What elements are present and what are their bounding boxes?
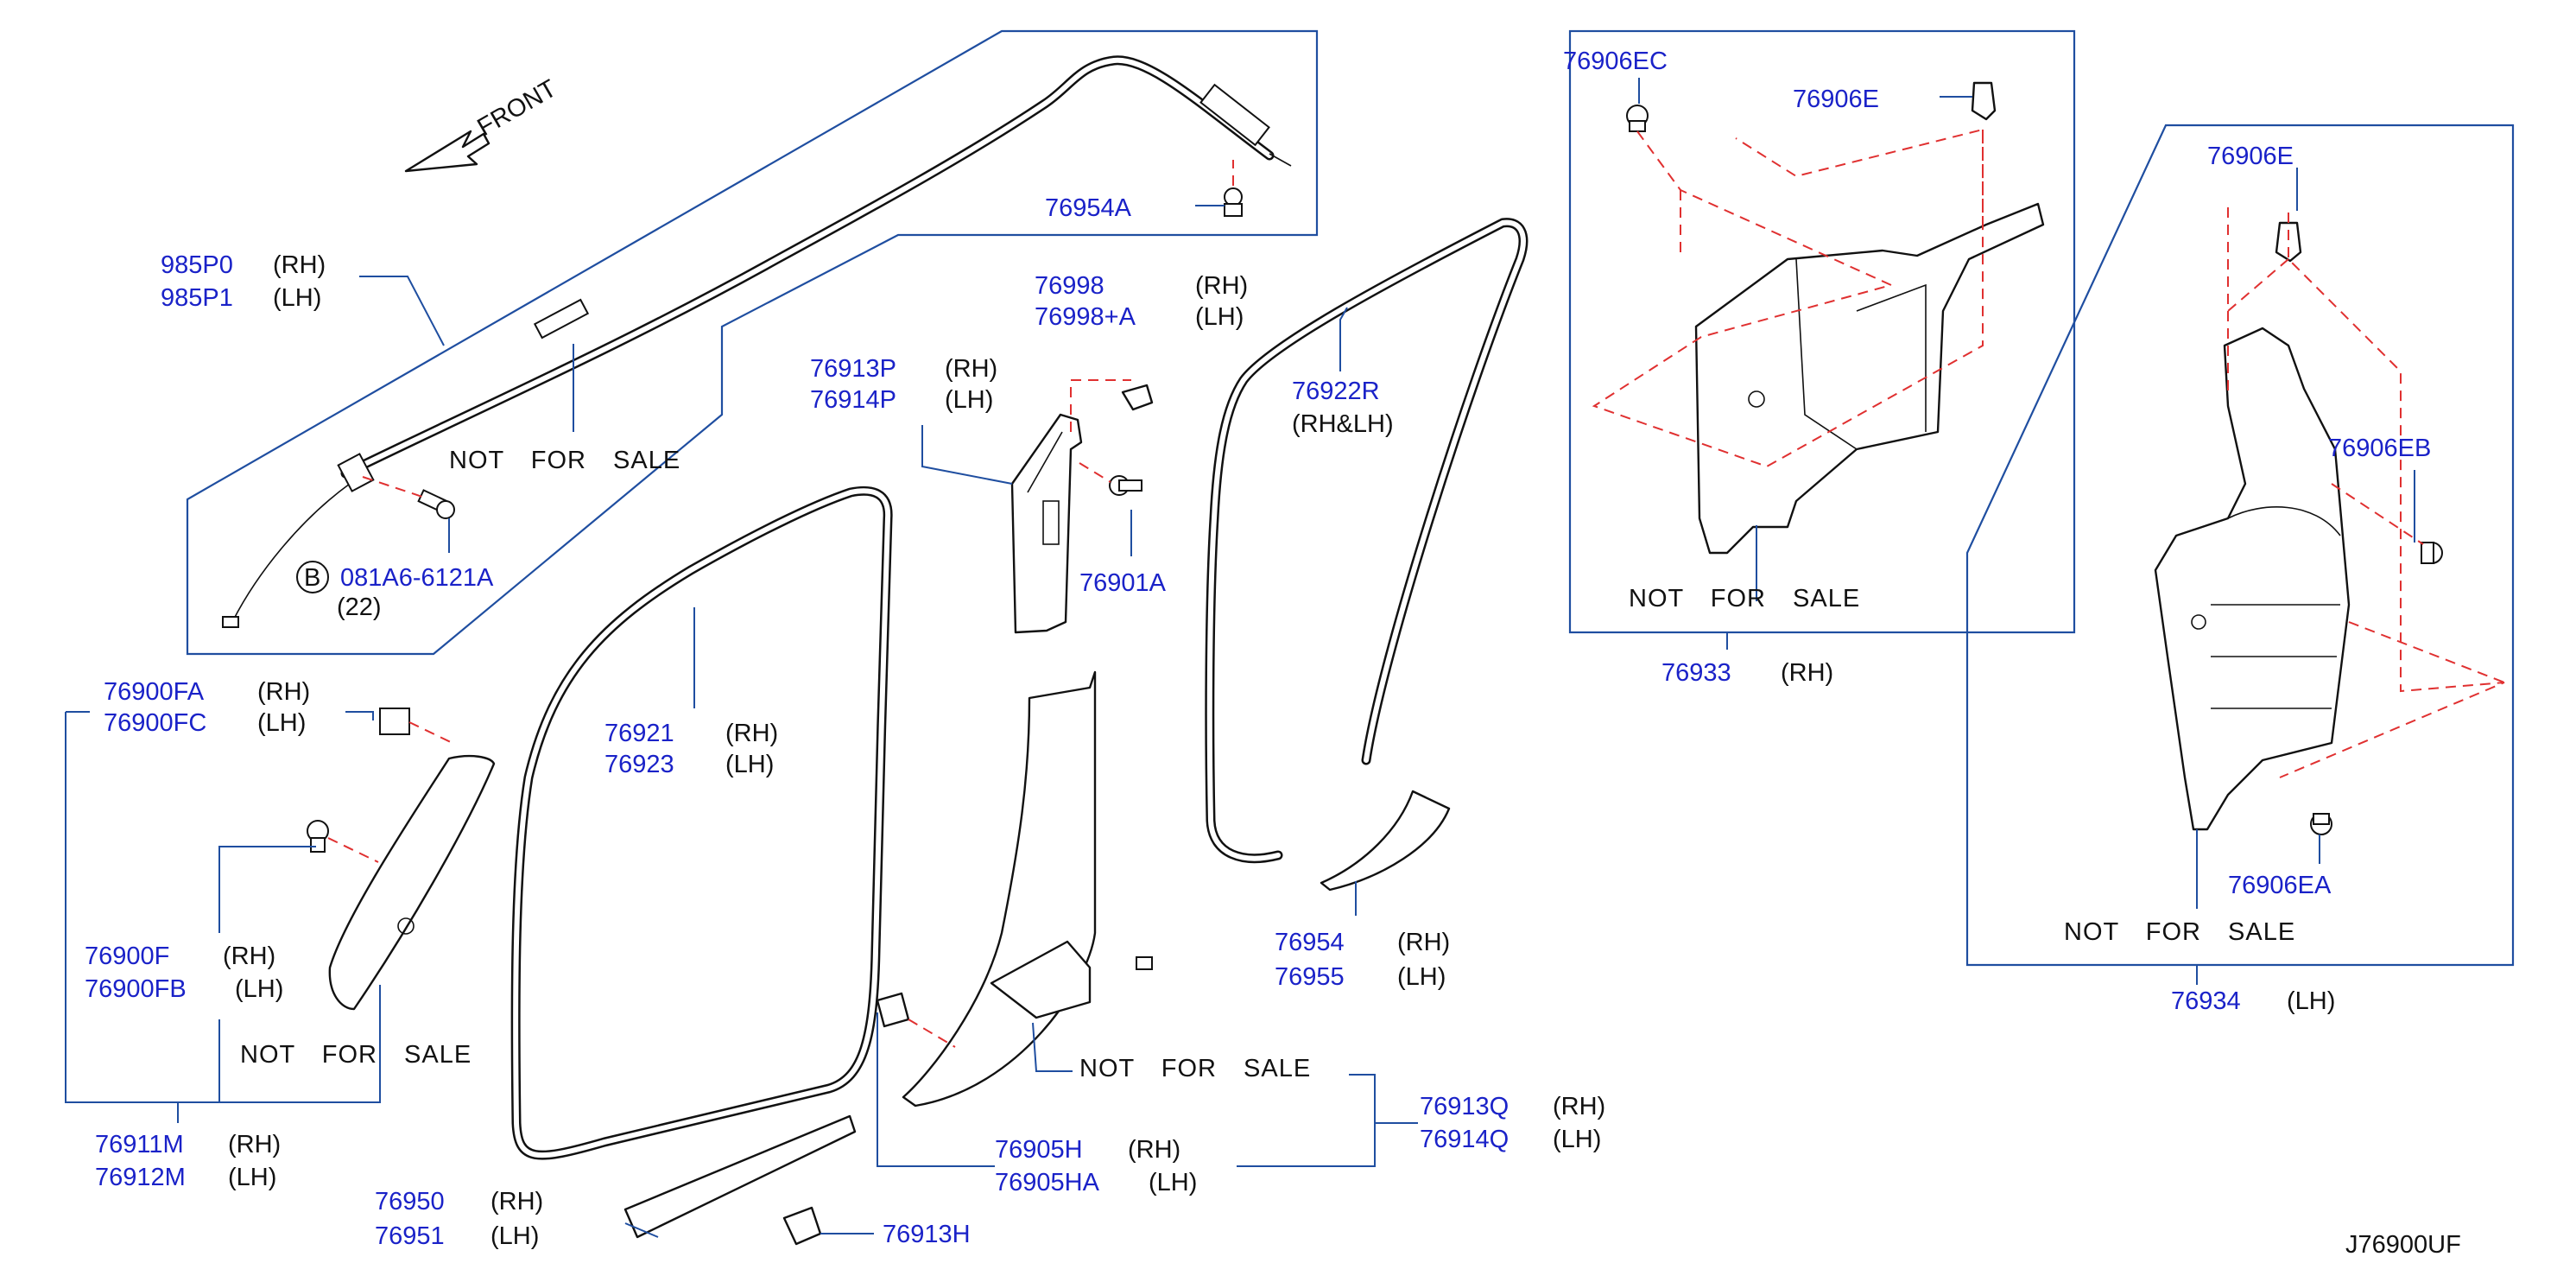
airbag-group-box [186,29,1319,656]
side-76905HA: (LH) [1149,1169,1197,1196]
bolt-icon [1109,475,1142,496]
side-76913P: (RH) [945,355,997,383]
rh-trim-group-box [1568,29,2076,634]
curtain-airbag [222,55,1292,628]
lh-trim-group-box [1965,124,2515,967]
part-76900F[interactable]: 76900F [85,942,169,970]
part-76954A[interactable]: 76954A [1045,194,1132,222]
front-pillar-garnish [307,708,496,1011]
rear-door-weatherstrip [1205,218,1529,864]
b-mark-icon [296,561,329,593]
not-for-sale-rh: NOT FOR SALE [1629,585,1860,612]
part-76900FB[interactable]: 76900FB [85,975,187,1003]
part-76955[interactable]: 76955 [1275,963,1345,991]
clip-icon [1971,81,1997,121]
not-for-sale-lh: NOT FOR SALE [2064,918,2295,946]
part-76912M[interactable]: 76912M [95,1164,186,1191]
side-76954: (RH) [1397,929,1450,956]
part-76954[interactable]: 76954 [1275,929,1345,956]
part-76923[interactable]: 76923 [604,751,674,778]
part-76900FC[interactable]: 76900FC [104,709,206,737]
part-76906E-lh[interactable]: 76906E [2207,143,2294,170]
side-76955: (LH) [1397,963,1446,991]
part-76933[interactable]: 76933 [1661,659,1731,687]
part-76906EA[interactable]: 76906EA [2228,872,2332,899]
clip-icon [1121,384,1154,411]
part-76913Q[interactable]: 76913Q [1420,1093,1509,1120]
center-pillar-upper-garnish [1010,413,1083,634]
side-76923: (LH) [725,751,774,778]
leader-lines [65,78,2415,1238]
clip-icon [782,1206,822,1246]
center-pillar-lower-garnish [902,670,1153,1107]
part-76913H[interactable]: 76913H [883,1221,971,1248]
bolt-icon [417,489,455,519]
not-for-sale-center: NOT FOR SALE [1079,1055,1311,1082]
part-76901A[interactable]: 76901A [1079,569,1167,597]
part-76934[interactable]: 76934 [2171,987,2241,1015]
side-76914P: (LH) [945,386,993,414]
clip-icon [1626,105,1649,132]
side-76921: (RH) [725,720,778,747]
part-76905H[interactable]: 76905H [995,1136,1083,1164]
side-985P1: (LH) [273,284,321,312]
part-76998[interactable]: 76998 [1035,272,1104,300]
side-76998A: (LH) [1195,303,1244,331]
part-985P1[interactable]: 985P1 [161,284,233,312]
side-985P0: (RH) [273,251,326,279]
part-76914Q[interactable]: 76914Q [1420,1126,1509,1153]
side-76905H: (RH) [1128,1136,1180,1164]
qty-081A6: (22) [337,593,382,621]
front-arrow-label: FRONT [473,74,562,142]
part-76914P[interactable]: 76914P [810,386,896,414]
clip-icon [2275,221,2302,263]
side-76900F: (RH) [223,942,275,970]
part-76950[interactable]: 76950 [375,1188,445,1215]
part-76913P[interactable]: 76913P [810,355,896,383]
part-081A6-6121A[interactable]: 081A6-6121A [340,564,494,592]
front-arrow-icon [404,130,491,173]
side-76933: (RH) [1781,659,1833,687]
part-76906EB[interactable]: 76906EB [2328,435,2431,462]
side-76934: (LH) [2287,987,2335,1015]
part-76906EC[interactable]: 76906EC [1563,48,1668,75]
footer-code: J76900UF [2345,1231,2461,1259]
part-76951[interactable]: 76951 [375,1222,445,1250]
front-door-weatherstrip [510,486,893,1160]
not-for-sale-pillar: NOT FOR SALE [240,1041,472,1069]
part-76900FA[interactable]: 76900FA [104,678,205,706]
clip-icon [2310,813,2332,835]
lh-rear-side-trim [2154,327,2351,831]
bolt-icon [1224,187,1243,217]
side-76922R: (RH&LH) [1292,410,1394,438]
side-76900FB: (LH) [235,975,283,1003]
side-76900FC: (LH) [257,709,306,737]
part-76921[interactable]: 76921 [604,720,674,747]
side-76912M: (LH) [228,1164,276,1191]
clip-icon [2421,542,2443,564]
part-76905HA[interactable]: 76905HA [995,1169,1100,1196]
side-76900FA: (RH) [257,678,310,706]
part-76911M[interactable]: 76911M [95,1131,184,1158]
side-76913Q: (RH) [1553,1093,1605,1120]
side-76998: (RH) [1195,272,1248,300]
side-76914Q: (LH) [1553,1126,1601,1153]
front-kicking-plate [623,1114,857,1239]
side-76950: (RH) [491,1188,543,1215]
clip-icon [876,992,910,1028]
part-76922R[interactable]: 76922R [1292,378,1380,405]
not-for-sale: NOT FOR SALE [449,447,680,474]
side-76951: (LH) [491,1222,539,1250]
rear-kicking-plate [1320,790,1451,892]
side-76911M: (RH) [228,1131,281,1158]
b-mark: B [304,564,320,592]
part-985P0[interactable]: 985P0 [161,251,233,279]
part-76998A[interactable]: 76998+A [1035,303,1136,331]
part-76906E-rh[interactable]: 76906E [1793,86,1879,113]
